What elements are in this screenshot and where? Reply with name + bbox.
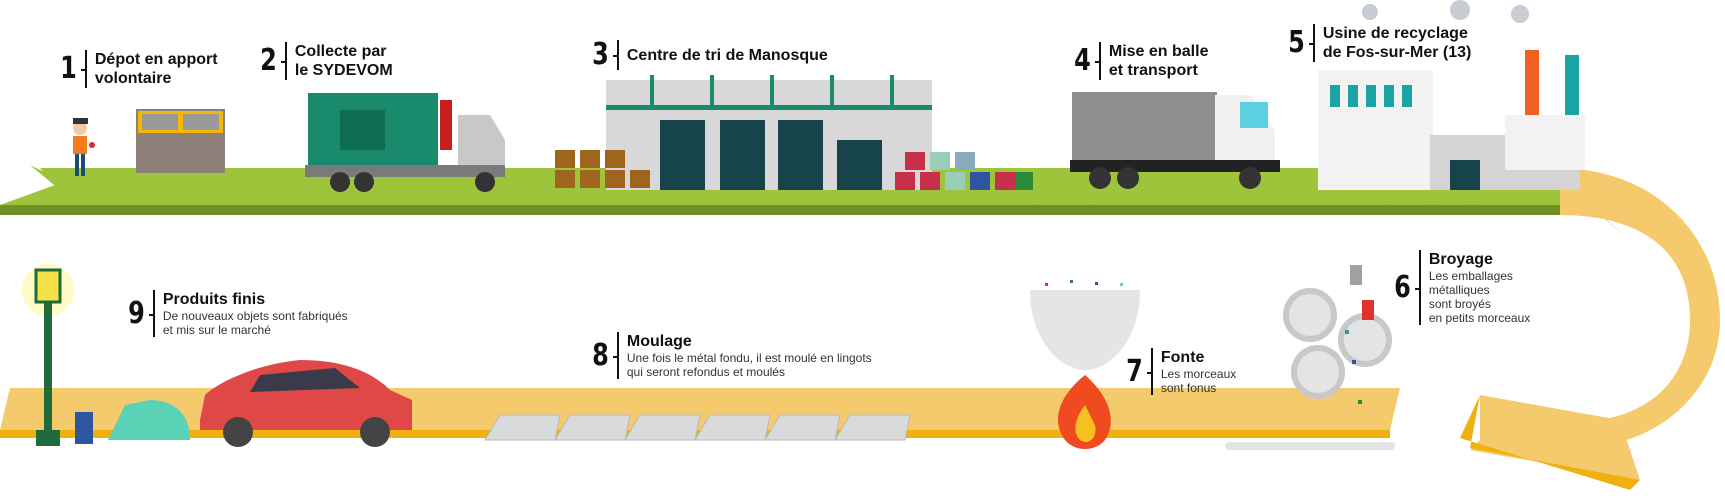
step-title: Moulage — [626, 333, 692, 350]
step-3: 3 Centre de tri de Manosque — [590, 40, 828, 70]
melting-crucible-icon — [1030, 280, 1140, 370]
step-desc-line: De nouveaux objets sont fabriqués — [162, 309, 348, 323]
garbage-truck-icon — [305, 93, 505, 192]
divider — [1308, 24, 1315, 62]
step-8: 8 Moulage Une fois le métal fondu, il es… — [590, 332, 872, 379]
step-title-line: de Fos-sur-Mer (13) — [1322, 44, 1472, 61]
divider — [80, 50, 87, 88]
step-desc-line: Les morceaux — [1160, 367, 1237, 381]
divider — [148, 290, 155, 337]
step-5: 5 Usine de recyclage de Fos-sur-Mer (13) — [1286, 24, 1471, 62]
divider — [1146, 348, 1153, 395]
step-title-line: volontaire — [94, 70, 172, 87]
step-desc-line: sont broyés — [1428, 297, 1491, 311]
step-desc-line: Une fois le métal fondu, il est moulé en… — [626, 351, 872, 365]
step-number: 7 — [1126, 353, 1143, 389]
step-desc-line: Les emballages — [1428, 269, 1513, 283]
fire-icon — [1057, 375, 1111, 449]
can-icon — [75, 412, 93, 444]
step-title-line: Mise en balle — [1108, 43, 1209, 60]
iron-icon — [108, 400, 190, 440]
step-title-line: Usine de recyclage — [1322, 25, 1468, 42]
sorting-center-building-icon — [606, 75, 932, 190]
step-desc-line: et mis sur le marché — [162, 323, 271, 337]
step-1: 1 Dépot en apport volontaire — [58, 50, 218, 88]
step-2: 2 Collecte par le SYDEVOM — [258, 42, 393, 80]
metal-bales-icon — [895, 152, 1033, 190]
step-desc-line: métalliques — [1428, 283, 1490, 297]
street-lamp-icon — [22, 264, 74, 446]
cardboard-bales-icon — [555, 150, 650, 188]
recycling-factory-icon — [1318, 0, 1585, 190]
divider — [1094, 42, 1101, 80]
step-title: Produits finis — [162, 291, 266, 308]
step-title-line: Centre de tri de Manosque — [626, 46, 828, 64]
transport-truck-icon — [1070, 92, 1280, 189]
step-9: 9 Produits finis De nouveaux objets sont… — [126, 290, 348, 337]
divider — [612, 40, 619, 70]
step-title: Broyage — [1428, 251, 1493, 268]
metal-ingots-icon — [484, 414, 911, 441]
step-title-line: Dépot en apport — [94, 51, 218, 68]
person-icon — [73, 118, 95, 176]
car-icon — [200, 360, 412, 447]
step-number: 1 — [60, 51, 77, 86]
metal-fragments-icon — [1225, 265, 1395, 450]
step-title-line: et transport — [1108, 62, 1198, 79]
step-number: 6 — [1394, 269, 1411, 305]
step-number: 3 — [592, 37, 609, 72]
step-number: 8 — [592, 337, 609, 373]
step-title-line: Collecte par — [294, 43, 387, 60]
step-number: 5 — [1288, 25, 1305, 60]
step-desc-line: en petits morceaux — [1428, 311, 1531, 325]
step-desc-line: sont fonus — [1160, 381, 1217, 395]
step-title-line: le SYDEVOM — [294, 62, 393, 79]
step-title: Fonte — [1160, 349, 1205, 366]
divider — [280, 42, 287, 80]
recycling-container-icon — [136, 109, 225, 173]
step-desc-line: qui seront refondus et moulés — [626, 365, 785, 379]
divider — [1414, 250, 1421, 325]
divider — [612, 332, 619, 379]
step-number: 4 — [1074, 43, 1091, 78]
step-number: 2 — [260, 43, 277, 78]
step-4: 4 Mise en balle et transport — [1072, 42, 1208, 80]
step-number: 9 — [128, 295, 145, 331]
